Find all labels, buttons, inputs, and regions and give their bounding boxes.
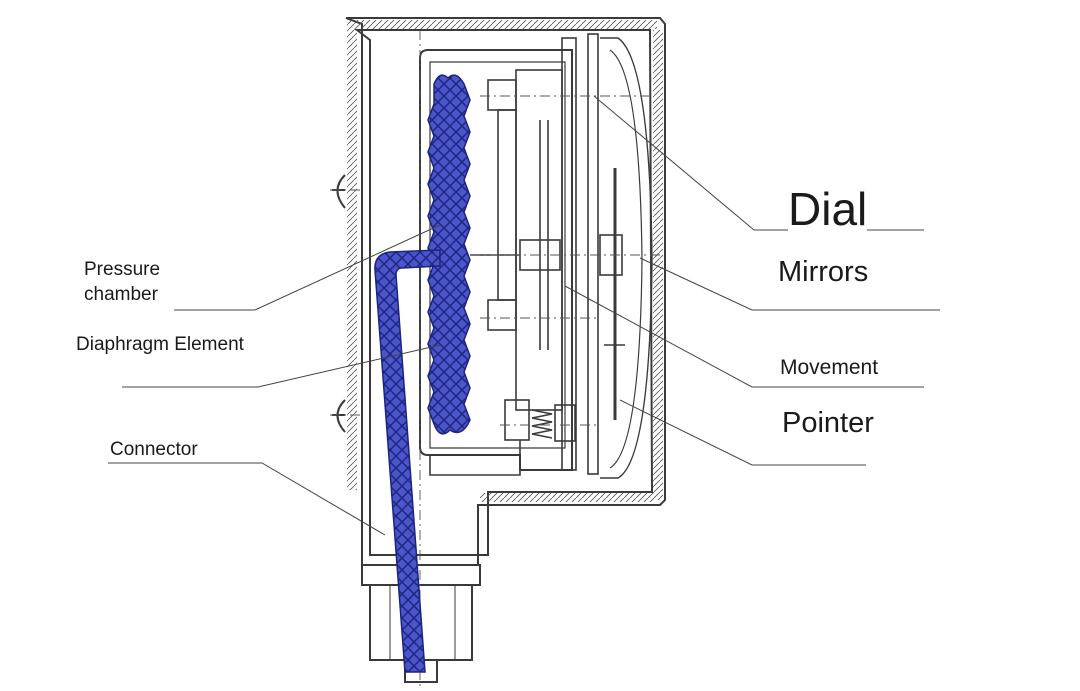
label-diaphragm-element: Diaphragm Element <box>76 333 244 357</box>
label-connector: Connector <box>110 438 198 462</box>
capillary-tube <box>374 249 441 673</box>
label-mirrors: Mirrors <box>778 255 869 289</box>
housing <box>332 17 666 566</box>
label-pressure-chamber-line1: Pressure <box>84 258 161 282</box>
label-pressure-chamber-line2: chamber <box>84 283 158 307</box>
diaphragm-element <box>427 74 471 435</box>
label-movement: Movement <box>780 356 879 380</box>
label-dial: Dial <box>788 183 868 235</box>
leader-lines <box>108 95 940 536</box>
label-pointer: Pointer <box>782 406 874 440</box>
centre-lines <box>330 30 660 690</box>
